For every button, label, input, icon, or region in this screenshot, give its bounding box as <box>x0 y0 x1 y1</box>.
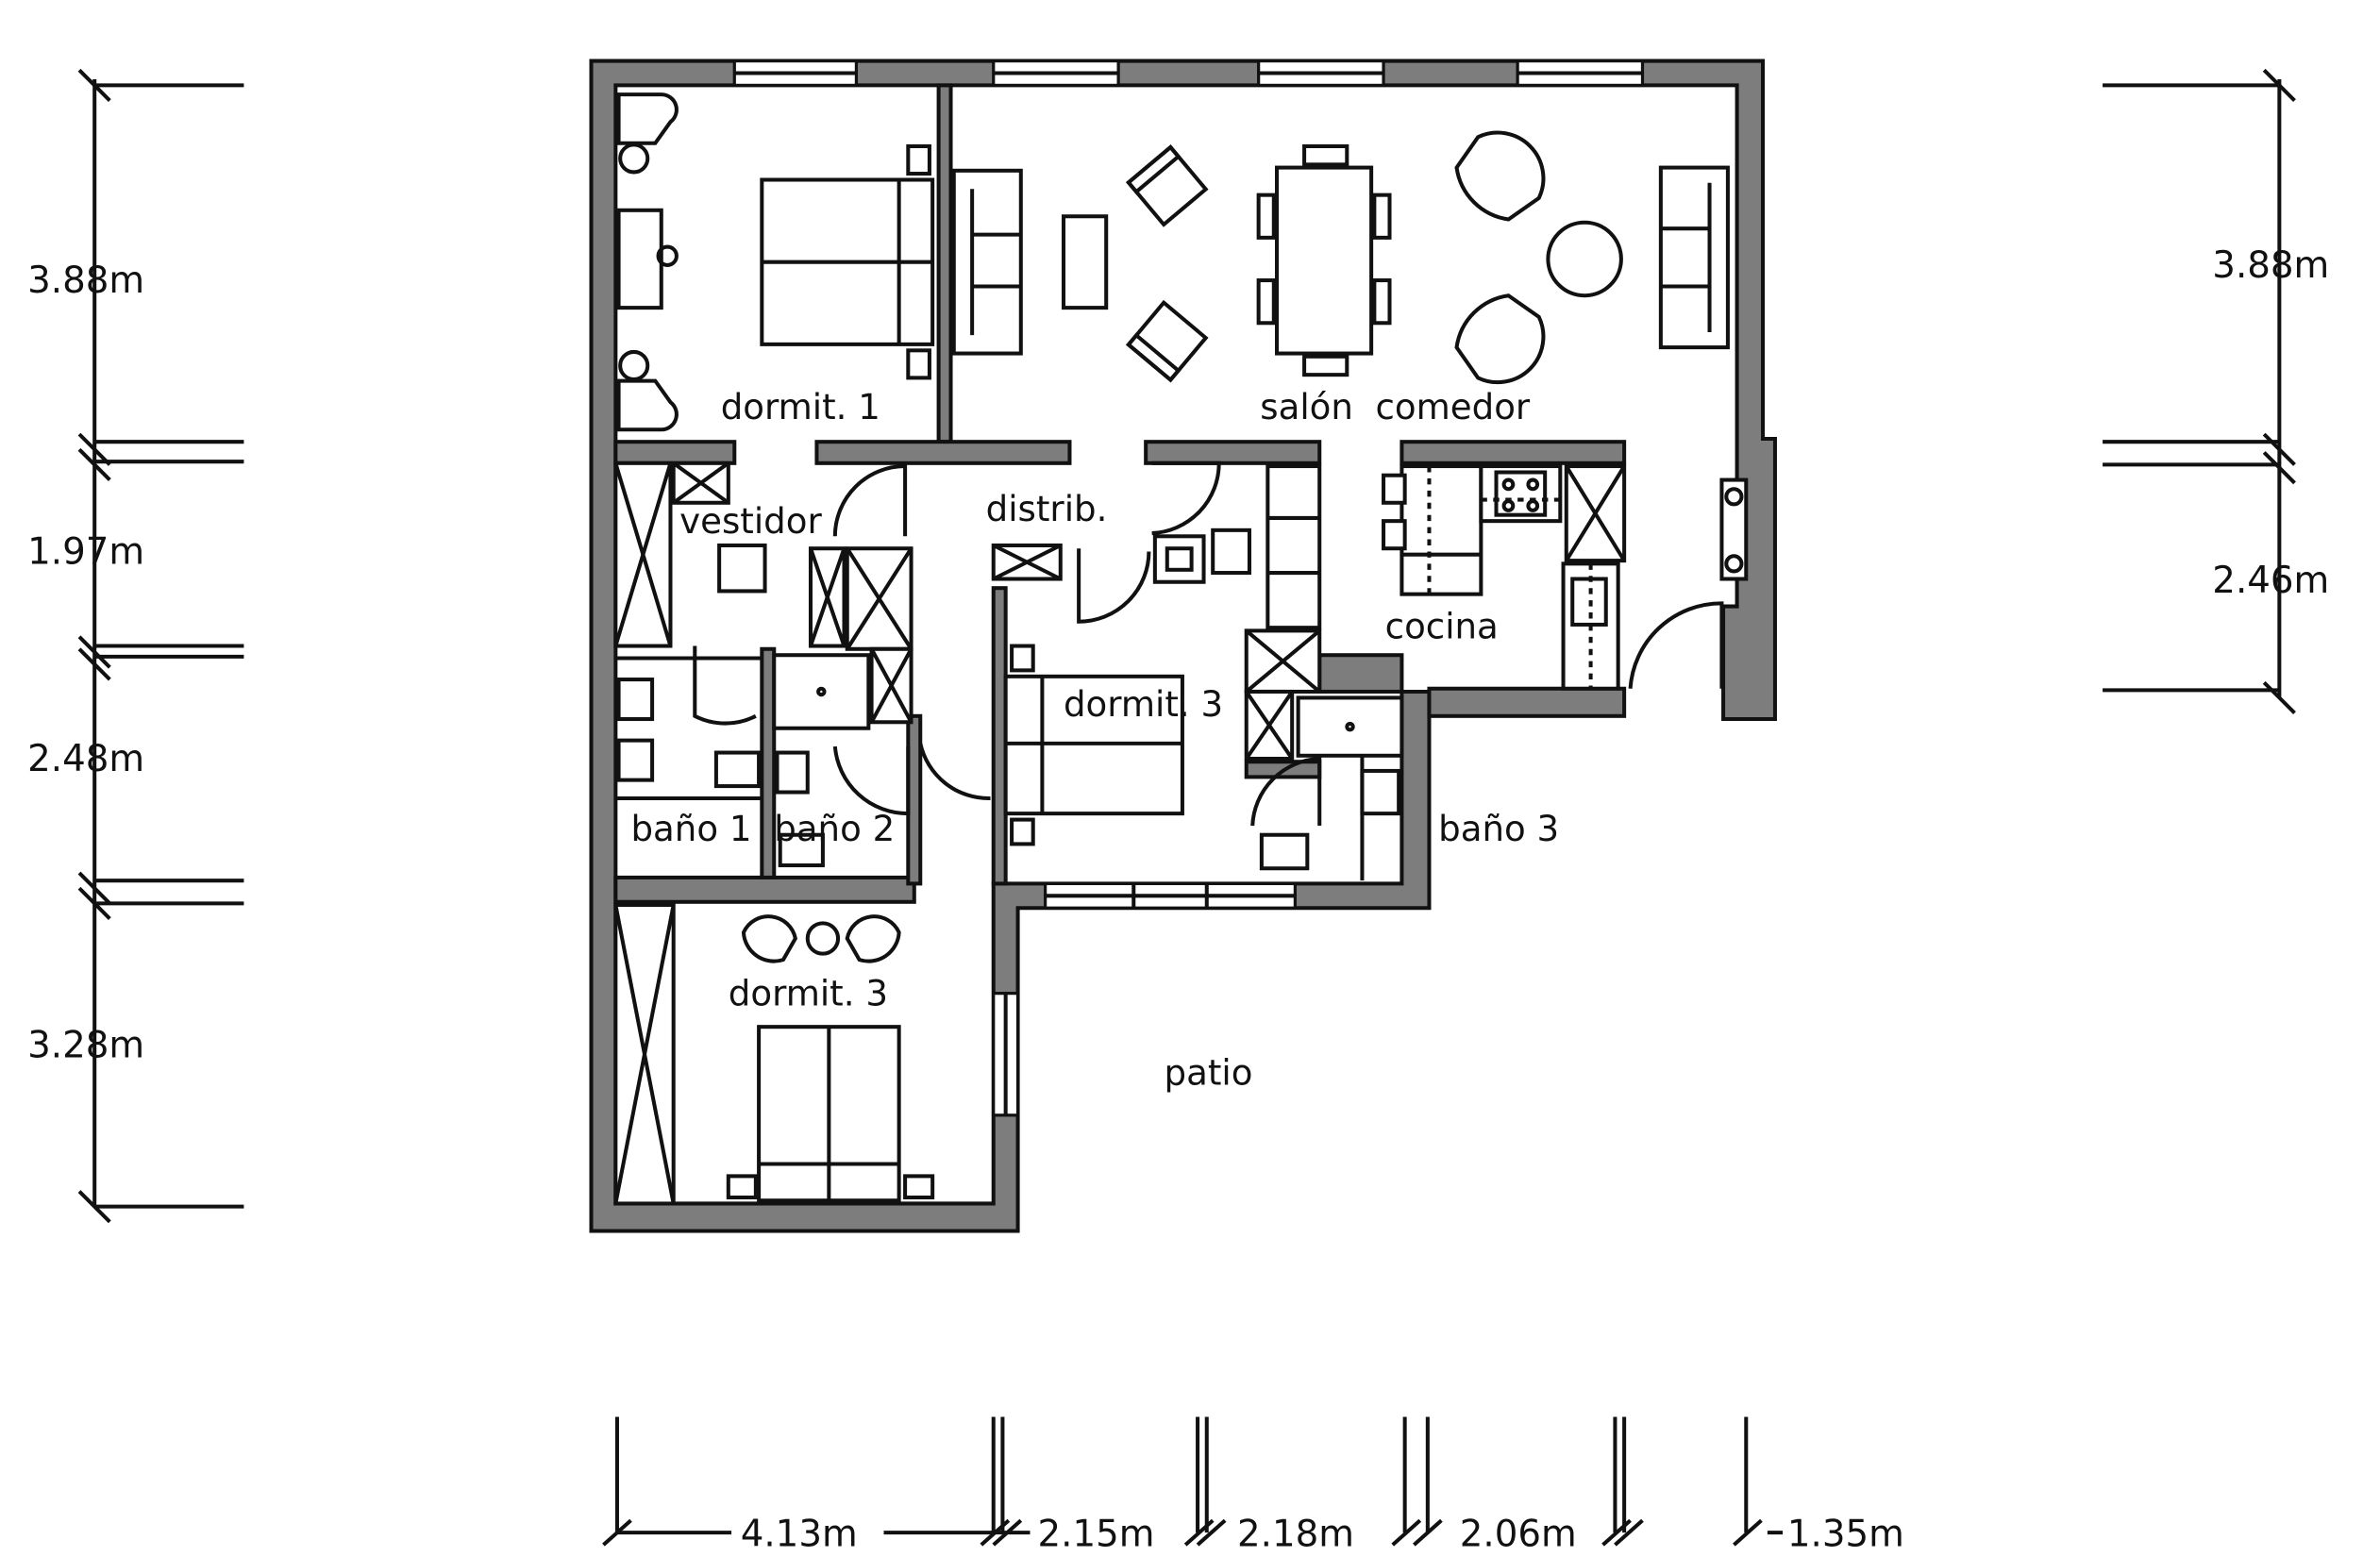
dim-left-1: 3.88m <box>27 260 144 302</box>
room-label-bano-2: baño 2 <box>774 809 895 849</box>
room-label-distrib: distrib. <box>986 489 1108 529</box>
room-label-dormit-1: dormit. 1 <box>721 387 880 427</box>
room-label-bano-3: baño 3 <box>1438 809 1559 849</box>
room-label-vestidor: vestidor <box>679 501 822 542</box>
room-labels: dormit. 1 salón comedor vestidor distrib… <box>630 387 1559 1094</box>
dim-bottom-3: 2.18m <box>1237 1514 1354 1556</box>
furniture <box>613 92 1730 1206</box>
dim-left-2: 1.97m <box>27 530 144 573</box>
dim-left-4: 3.28m <box>27 1024 144 1066</box>
room-label-bano-1: baño 1 <box>630 809 751 849</box>
room-label-patio: patio <box>1165 1053 1253 1094</box>
room-label-cocina: cocina <box>1385 606 1499 646</box>
dim-bottom-1: 4.13m <box>741 1514 858 1556</box>
dim-bottom-5: 1.35m <box>1787 1514 1904 1556</box>
dim-right-1: 3.88m <box>2212 244 2329 287</box>
dim-bottom-2: 2.15m <box>1038 1514 1155 1556</box>
room-label-dormit-3-lower: dormit. 3 <box>729 974 888 1014</box>
dim-left-3: 2.48m <box>27 738 144 780</box>
interior-walls <box>613 83 1627 904</box>
dimension-labels: 3.88m 1.97m 2.48m 3.28m 3.88m 2.46m 4.13… <box>27 244 2329 1556</box>
dim-right-2: 2.46m <box>2212 560 2329 602</box>
room-label-dormit-3-center: dormit. 3 <box>1064 684 1223 725</box>
room-label-salon-comedor: salón comedor <box>1260 387 1531 427</box>
dimension-lines <box>77 68 2296 1547</box>
dim-bottom-4: 2.06m <box>1460 1514 1577 1556</box>
